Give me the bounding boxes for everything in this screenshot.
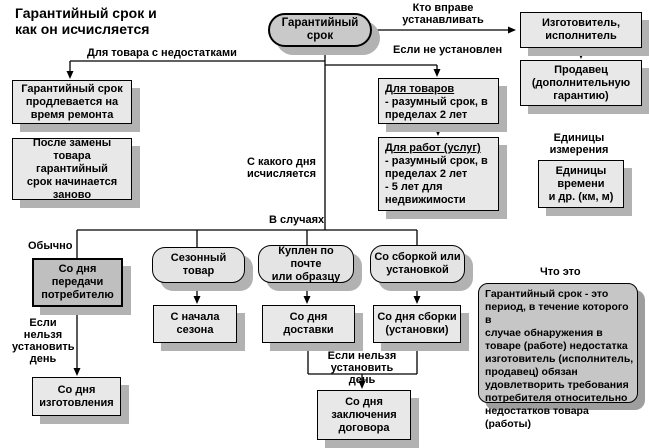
node-bought-by-mail-or-sample: Куплен по почте или образцу <box>258 245 354 283</box>
arrowheads <box>66 26 585 389</box>
node-for-goods-reasonable-term: Для товаров - разумный срок, в пределах … <box>378 78 499 124</box>
node-from-day-of-contract: Со дня заключения договора <box>317 390 411 440</box>
node-warranty-period-root: Гарантийный срок <box>268 13 372 47</box>
node-for-goods-body: - разумный срок, в пределах 2 лет <box>385 96 488 121</box>
edge-label-usually: Обычно <box>28 240 73 252</box>
node-from-day-of-transfer: Со дня передачи потребителю <box>32 258 123 307</box>
edge-label-who-sets: Кто вправе устанавливать <box>402 2 484 26</box>
node-warranty-definition: Гарантийный срок - это период, в течение… <box>478 283 638 430</box>
edge-label-if-not-set: Если не установлен <box>393 44 503 56</box>
node-warranty-extended-for-repair: Гарантийный срок продлевается на время р… <box>12 80 132 124</box>
edge-label-from-which-day: С какого дня исчисляется <box>247 156 317 180</box>
section-label-units-of-measure: Единицы измерения <box>549 132 609 156</box>
edge-label-if-cannot-determine-left: Если нельзя установить день <box>12 317 75 365</box>
node-for-works-services-term: Для работ (услуг) - разумный срок, в пре… <box>378 137 499 211</box>
node-from-day-of-manufacture: Со дня изготовления <box>32 377 121 416</box>
node-with-assembly-or-installation: Со сборкой или установкой <box>370 245 465 283</box>
node-warranty-restarts-after-replacement: После замены товара гарантийный срок нач… <box>12 137 132 201</box>
section-label-what-is-it: Что это <box>540 266 581 278</box>
node-manufacturer-executor: Изготовитель, исполнитель <box>520 12 642 48</box>
node-for-works-body: - разумный срок, в пределах 2 лет - 5 ле… <box>385 155 488 206</box>
node-for-goods-heading: Для товаров <box>385 83 455 95</box>
node-for-works-heading: Для работ (услуг) <box>385 142 481 154</box>
node-from-day-of-assembly: Со дня сборки (установки) <box>373 305 461 343</box>
node-seasonal-goods: Сезонный товар <box>152 247 245 283</box>
node-from-season-start: С начала сезона <box>153 305 237 343</box>
node-units-of-time: Единицы времени и др. (км, м) <box>538 160 624 208</box>
edge-label-in-cases: В случаях <box>269 214 325 226</box>
page-title: Гарантийный срок и как он исчисляется <box>15 5 157 37</box>
node-from-day-of-delivery: Со дня доставки <box>262 305 355 343</box>
edge-label-if-cannot-determine-bottom: Если нельзя установить день <box>327 350 397 386</box>
node-seller-additional-warranty: Продавец (дополнительную гарантию) <box>520 60 642 106</box>
edge-label-for-defective-goods: Для товара с недостатками <box>87 47 237 59</box>
